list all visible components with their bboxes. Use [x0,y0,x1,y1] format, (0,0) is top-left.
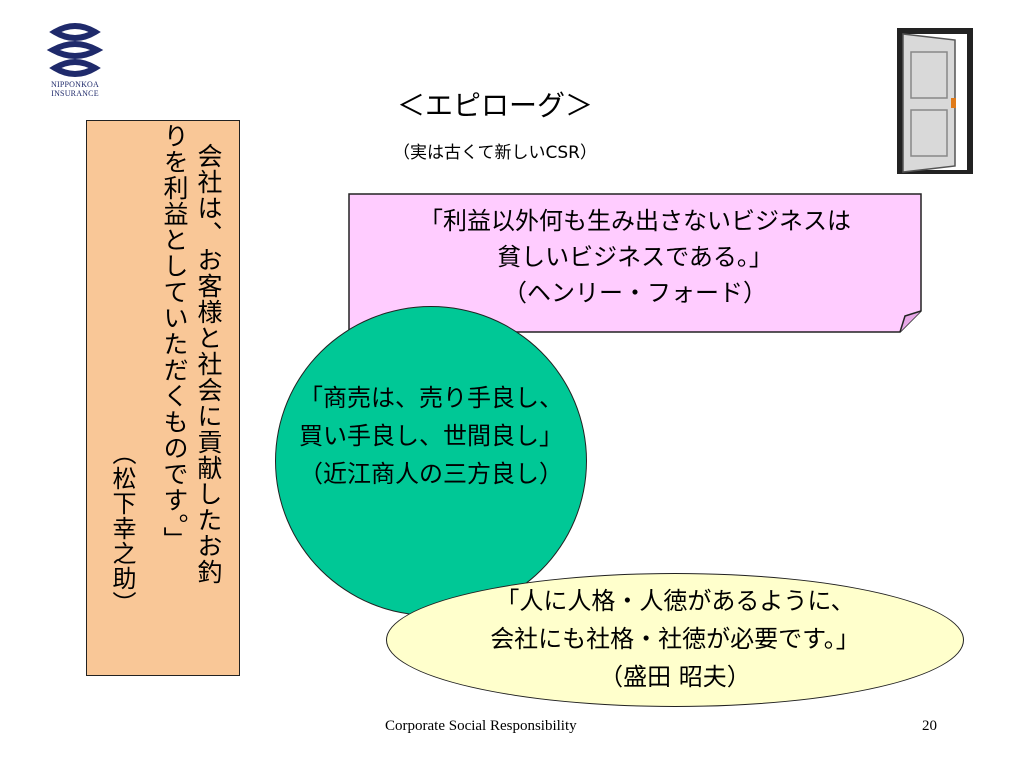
note-quote-line2: 貧しいビジネスである。」 [497,243,773,271]
note-quote-text: 「利益以外何も生み出さないビジネスは 貧しいビジネスである。」 （ヘンリー・フォ… [348,203,922,311]
circle-quote-text: 「商売は、売り手良し、 買い手良し、世間良し」 （近江商人の三方良し） [276,379,586,493]
slide-subtitle: （実は古くて新しいCSR） [393,143,597,163]
ellipse-quote-shape: 「人に人格・人徳があるように、 会社にも社格・社徳が必要です。」 （盛田 昭夫） [386,573,964,707]
circle-quote-line2: 買い手良し、世間良し」 [299,422,563,450]
ellipse-quote-line2: 会社にも社格・社徳が必要です。」 [490,625,860,653]
ellipse-quote-line3: （盛田 昭夫） [599,663,751,691]
page-number: 20 [922,718,937,734]
vertical-quote-line2: りを利益としていただくものです。」 [160,123,189,553]
nipponkoa-logo-icon [46,23,104,77]
note-shape [348,193,922,333]
footer-text: Corporate Social Responsibility [385,718,577,734]
vertical-quote-box: 会社は、お客様と社会に貢献したお釣 りを利益としていただくものです。」 （松下幸… [86,120,240,676]
slide-title: ＜エピローグ＞ [396,89,593,122]
vertical-quote-line1: 会社は、お客様と社会に貢献したお釣 [194,143,223,585]
note-quote-line3: （ヘンリー・フォード） [503,279,767,307]
circle-quote-line1: 「商売は、売り手良し、 [299,384,563,412]
circle-quote-line3: （近江商人の三方良し） [299,460,563,488]
open-door-icon [895,26,975,176]
note-quote-line1: 「利益以外何も生み出さないビジネスは [419,207,851,235]
ellipse-quote-line1: 「人に人格・人徳があるように、 [495,587,855,615]
vertical-quote-attribution: （松下幸之助） [108,441,136,616]
logo-text-line1: NIPPONKOA [50,80,100,89]
circle-quote-shape: 「商売は、売り手良し、 買い手良し、世間良し」 （近江商人の三方良し） [275,306,587,616]
ellipse-quote-text: 「人に人格・人徳があるように、 会社にも社格・社徳が必要です。」 （盛田 昭夫） [387,582,963,696]
logo-text-line2: INSURANCE [51,89,99,98]
note-quote-box: 「利益以外何も生み出さないビジネスは 貧しいビジネスである。」 （ヘンリー・フォ… [348,193,922,333]
company-logo: NIPPONKOA INSURANCE [30,22,120,102]
